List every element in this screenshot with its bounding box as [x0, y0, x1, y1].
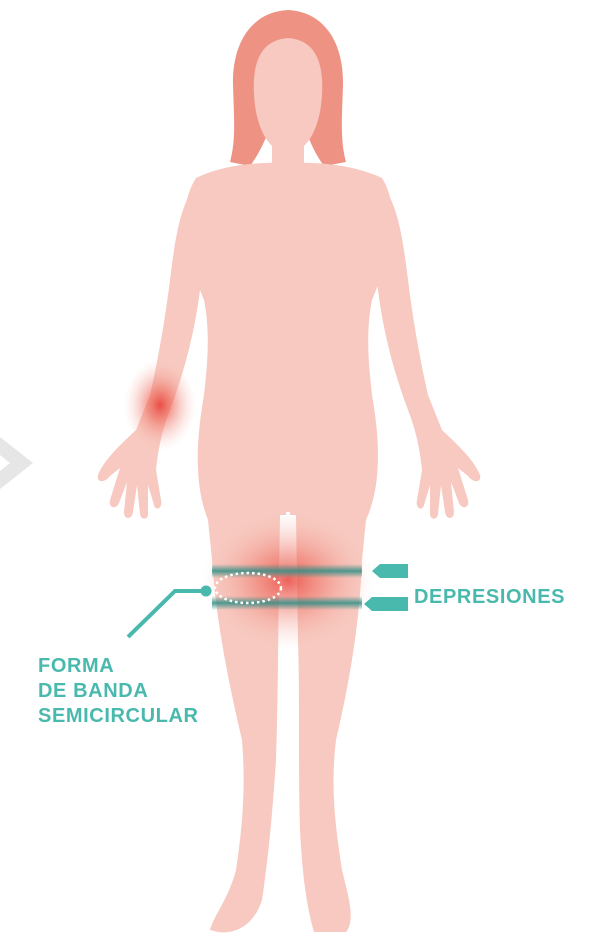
wrist-inflammation: [124, 359, 196, 451]
semicircular-band-label: FORMA DE BANDA SEMICIRCULAR: [38, 654, 199, 729]
chevron-right-icon: [0, 437, 33, 489]
semicircular-band-pointer: [128, 586, 212, 638]
depressions-label: DEPRESIONES: [414, 585, 565, 610]
thigh-inflammation: [202, 510, 374, 650]
semicircular-band-label-line-3: SEMICIRCULAR: [38, 704, 199, 729]
semicircular-band-label-line-2: DE BANDA: [38, 679, 199, 704]
semicircular-band-label-line-1: FORMA: [38, 654, 199, 679]
body-silhouette: [98, 38, 481, 932]
